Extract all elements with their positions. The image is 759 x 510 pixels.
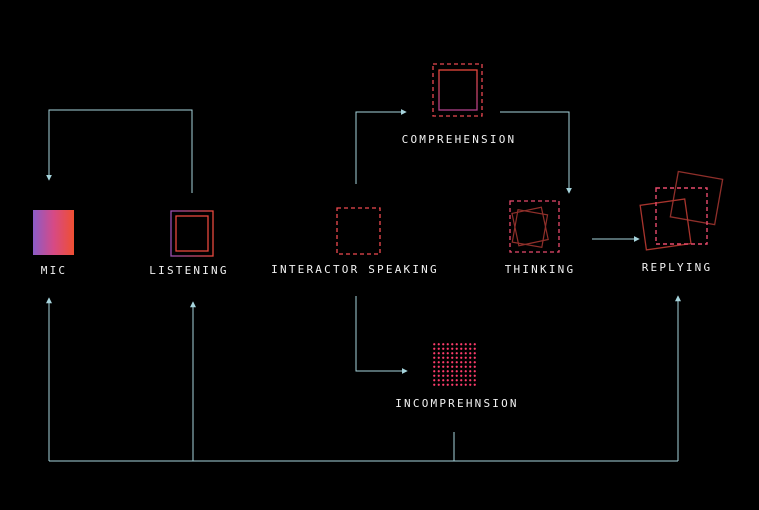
comprehension-icon — [432, 63, 483, 117]
connector-listening-to-mic — [46, 109, 193, 193]
mic-label: MIC — [40, 264, 68, 277]
comprehension-label: COMPREHENSION — [401, 133, 517, 146]
connector-speaking-to-comprehension — [355, 109, 407, 184]
interactor-speaking-icon — [336, 207, 381, 255]
mic-icon — [33, 210, 74, 255]
connector-speaking-to-incomprehension — [355, 296, 408, 374]
incomprehension-icon — [432, 342, 477, 388]
replying-label: REPLYING — [641, 261, 713, 274]
thinking-icon — [509, 200, 560, 253]
incomprehension-label: INCOMPREHNSION — [395, 397, 519, 410]
interactor-speaking-label: INTERACTOR SPEAKING — [271, 263, 439, 276]
thinking-label: THINKING — [504, 263, 576, 276]
replying-icon — [639, 170, 724, 251]
listening-label: LISTENING — [149, 264, 229, 277]
connector-comprehension-to-thinking — [500, 111, 572, 194]
connectors — [46, 109, 681, 462]
listening-icon — [170, 210, 214, 257]
